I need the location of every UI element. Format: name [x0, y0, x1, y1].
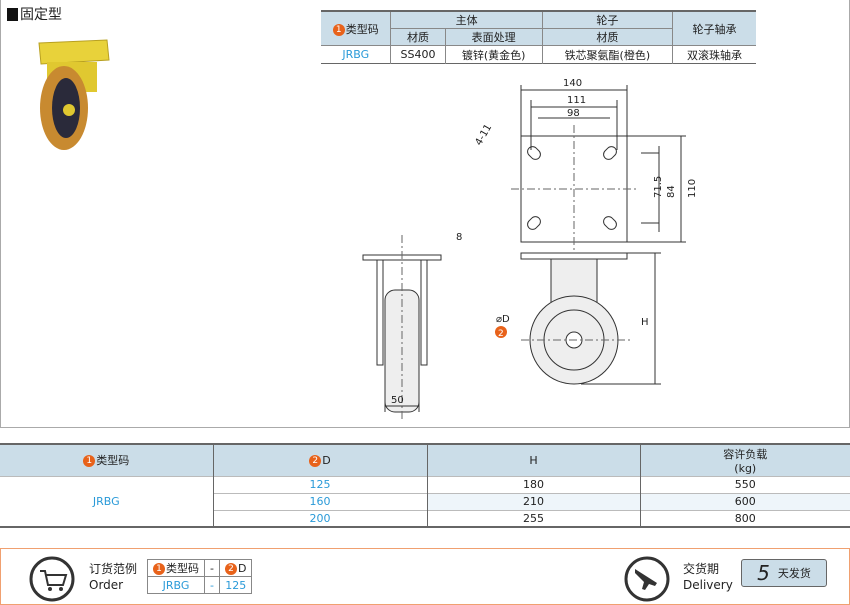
dim-H: H	[641, 317, 649, 328]
delivery-label-en: Delivery	[683, 578, 733, 592]
airplane-icon	[624, 556, 670, 602]
order-dash: -	[204, 576, 220, 594]
marker-2-text: 2	[498, 329, 504, 339]
spec-h-wheel-material: 材质	[541, 28, 673, 46]
spec-h-surface: 表面处理	[444, 28, 543, 46]
cell-d[interactable]: 125	[213, 475, 428, 493]
order-label-en: Order	[89, 578, 124, 592]
delivery-label-cn: 交货期	[683, 562, 720, 576]
h-type-text: 类型码	[96, 454, 130, 468]
cell-load: 550	[640, 475, 850, 493]
dim-84: 84	[666, 185, 677, 198]
cell-h: 255	[427, 509, 641, 527]
order-dash: -	[204, 559, 220, 577]
cell-wheel-material: 铁芯聚氨酯(橙色)	[541, 45, 674, 64]
order-v-type: JRBG	[147, 576, 205, 594]
technical-drawing: 140 111 98 4-11 71.5 84 110 50 8 H ⌀D 2	[362, 78, 698, 420]
product-panel: 固定型 140 111 98 4-11 71.5 84 110 50 8 H ⌀…	[0, 0, 850, 428]
order-h-type-text: 类型码	[166, 562, 199, 575]
marker-2: 2	[224, 562, 237, 575]
caster-photo	[38, 39, 110, 150]
dim-111: 111	[567, 95, 586, 106]
dim-D: ⌀D	[496, 314, 510, 325]
delivery-badge: 5 天发货	[741, 559, 827, 587]
h-d-text: D	[322, 453, 331, 467]
dim-50: 50	[391, 395, 404, 406]
marker-1: 1	[83, 455, 96, 468]
spec-h-material: 材质	[390, 28, 446, 46]
cell-type[interactable]: JRBG	[0, 475, 214, 527]
h-load: 容许负载(kg)	[640, 444, 850, 476]
dim-110: 110	[687, 179, 698, 198]
cart-icon	[29, 556, 75, 602]
h-load-unit: (kg)	[734, 461, 757, 475]
order-label-cn: 订货范例	[89, 562, 138, 576]
cell-bearing: 双滚珠轴承	[672, 45, 756, 64]
cell-material: SS400	[390, 45, 446, 64]
dim-140: 140	[563, 78, 582, 89]
order-h-d-text: D	[237, 561, 247, 575]
marker-2	[495, 326, 507, 338]
order-label: 订货范例 Order	[89, 561, 137, 593]
delivery-suffix: 天发货	[777, 567, 811, 580]
delivery-days: 5	[757, 561, 770, 585]
spec-h-wheel: 轮子	[541, 11, 674, 29]
dim-8: 8	[456, 232, 462, 243]
cell-surface: 镀锌(黄金色)	[444, 45, 543, 64]
marker-2: 2	[309, 454, 322, 467]
h-load-text: 容许负载	[723, 447, 768, 461]
marker-1: 1	[153, 563, 165, 575]
dim-71-5: 71.5	[653, 176, 664, 198]
h-h: H	[427, 444, 641, 476]
cell-h: 180	[427, 475, 641, 493]
table-row: JRBG SS400 镀锌(黄金色) 铁芯聚氨酯(橙色) 双滚珠轴承	[321, 45, 756, 64]
order-v-d: 125	[218, 576, 253, 594]
spec-h-bearing: 轮子轴承	[672, 11, 756, 46]
delivery-label: 交货期 Delivery	[683, 561, 733, 593]
cell-d[interactable]: 160	[213, 492, 428, 510]
dim-98: 98	[567, 108, 580, 119]
cell-type[interactable]: JRBG	[321, 45, 392, 64]
cell-h: 210	[427, 492, 641, 510]
cell-load: 600	[640, 492, 850, 510]
marker-1: 1	[332, 23, 345, 36]
spec-h-body: 主体	[390, 11, 543, 29]
title-text: 固定型	[20, 7, 62, 23]
section-title: 固定型	[7, 4, 62, 24]
cell-d[interactable]: 200	[213, 509, 428, 527]
h-type: 类型码	[345, 22, 379, 36]
cell-load: 800	[640, 509, 850, 527]
dim-4-11: 4-11	[473, 122, 494, 147]
